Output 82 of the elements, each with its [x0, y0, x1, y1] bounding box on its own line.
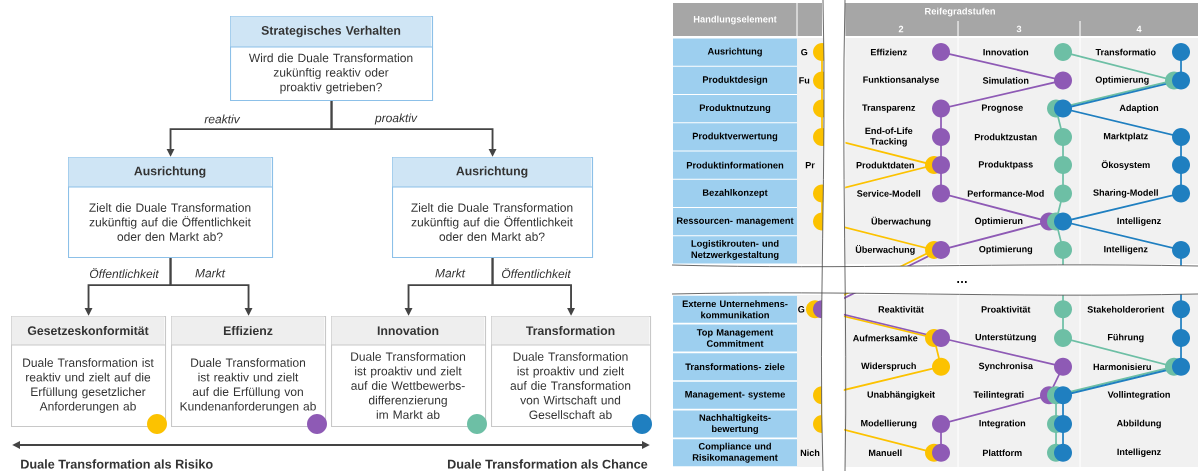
cell-text: Service-Modell — [857, 190, 921, 197]
cell-text: Plattform — [982, 449, 1022, 457]
cell-text: End-of-Life Tracking — [865, 127, 913, 147]
cell-text: Intelligenz — [1117, 217, 1161, 226]
cell-text: Optimierun — [974, 217, 1023, 226]
cell-text: Nich — [800, 449, 820, 457]
cell-text: Proaktivität — [981, 306, 1031, 313]
edge-label: Markt — [433, 267, 467, 279]
cell-text: Führung — [1108, 333, 1144, 343]
decision-box: Ausrichtung Zielt die Duale Transformation zukünftig auf die Öffentlichkeit oder den Markt ab? — [391, 157, 594, 259]
cell-text: Reaktivität — [878, 306, 924, 313]
cell-text: Prognose — [981, 104, 1023, 113]
row-header: Produktnutzung — [673, 95, 797, 123]
cell-text: Innovation — [983, 48, 1029, 56]
edge-label: Öffentlichkeit — [500, 266, 572, 280]
row-header: Management- systeme — [673, 381, 797, 409]
outcome-box: Innovation Duale Transformation ist proaktiv und zielt auf die Wettbewerbs- differenzierung im Markt ab — [330, 316, 487, 428]
row-header: Top Management Commitment — [673, 324, 797, 352]
cell-text: Unabhängigkeit — [867, 391, 935, 400]
cell-text: Funktionsanalyse — [863, 76, 939, 85]
cell-text: Synchronisa — [978, 362, 1033, 371]
cell-text: Harmonisieru — [1093, 363, 1151, 371]
cell-text: Aufmerksamke — [852, 334, 918, 342]
cell-text: Überwachung — [855, 245, 915, 255]
cell-text: Marktplatz — [1103, 132, 1148, 142]
ellipsis: … — [957, 281, 967, 283]
outcome-box: Transformation Duale Transformation ist proaktiv und zielt auf die Transformation von Wirtschaft und Gesellschaft ab — [490, 316, 652, 428]
column-header: Handlungselement — [693, 15, 777, 25]
cell-text: Modellierung — [861, 419, 917, 429]
cell-text: Transparenz — [862, 104, 916, 113]
decision-box: Strategisches Verhalten Wird die Duale Transformation zukünftig reaktiv oder proaktiv getrieben? — [229, 16, 434, 102]
cell-text: Ökosystem — [1101, 160, 1150, 170]
cell-text: Produktzustan — [974, 133, 1037, 141]
row-header: Nachhaltigkeits- bewertung — [673, 410, 797, 438]
row-header: Produktverwertung — [673, 123, 797, 151]
cell-text: Pr — [805, 161, 815, 169]
scale-label: Duale Transformation als Risiko — [21, 459, 213, 469]
edge-label: Markt — [193, 267, 227, 279]
cell-text: G — [798, 306, 805, 313]
cell-text: Transformatio — [1095, 48, 1156, 56]
column-header: Reifegradstufen — [925, 7, 995, 17]
cell-text: Integration — [979, 419, 1026, 429]
edge-label: reaktiv — [203, 113, 241, 125]
cell-text: Effizienz — [870, 48, 907, 56]
scale-label: Duale Transformation als Chance — [448, 459, 648, 469]
cell-text: Produktpass — [978, 160, 1033, 170]
cell-text: Optimierung — [1095, 76, 1149, 85]
edge-label: Öffentlichkeit — [88, 266, 160, 280]
cell-text: Performance-Mod — [967, 190, 1044, 197]
cell-text: Simulation — [982, 77, 1029, 84]
cell-text: Sharing-Modell — [1093, 189, 1158, 198]
row-header: Compliance und Risikomanagement — [673, 439, 797, 467]
cell-text: Vollintegration — [1107, 391, 1170, 400]
cell-text: Unterstützung — [975, 333, 1036, 343]
cell-text: Optimierung — [979, 245, 1033, 255]
row-header: Ausrichtung — [673, 38, 797, 66]
column-header: 4 — [1136, 25, 1142, 33]
row-header: Produktinformationen — [673, 151, 797, 179]
decision-box: Ausrichtung Zielt die Duale Transformation zukünftig auf die Öffentlichkeit oder den Markt ab? — [67, 157, 274, 259]
row-header: Transformations- ziele — [673, 353, 797, 381]
cell-text: Überwachung — [871, 216, 931, 227]
column-header: 2 — [898, 25, 904, 33]
edge-label: proaktiv — [373, 112, 419, 126]
cell-text: G — [801, 48, 808, 56]
cell-text: Fu — [799, 77, 810, 84]
cell-text: Produktdaten — [856, 161, 914, 169]
cell-text: Stakeholderorient — [1087, 306, 1165, 313]
row-header: Externe Unternehmens- kommunikation — [673, 295, 797, 323]
cell-text: Abbildung — [1116, 419, 1161, 429]
row-header: Logistikrouten- und Netzwerkgestaltung — [673, 236, 797, 264]
cell-text: Adaption — [1119, 104, 1159, 113]
cell-text: Intelligenz — [1117, 448, 1161, 457]
outcome-box: Gesetzeskonformität Duale Transformation ist reaktiv und zielt auf die Erfüllung gesetzlicher Anforderungen ab — [10, 316, 167, 428]
cell-text: Manuell — [869, 449, 902, 457]
cell-text: Teilintegrati — [973, 391, 1024, 400]
cell-text: Widerspruch — [861, 362, 916, 371]
outcome-box: Effizienz Duale Transformation ist reaktiv und zielt auf die Erfüllung von Kundenanforderungen ab — [170, 316, 327, 428]
column-header: 3 — [1016, 25, 1022, 33]
row-header: Produktdesign — [673, 66, 797, 94]
cell-text: Intelligenz — [1104, 245, 1148, 255]
row-header: Ressourcen- management — [673, 208, 797, 236]
row-header: Bezahlkonzept — [673, 179, 797, 207]
